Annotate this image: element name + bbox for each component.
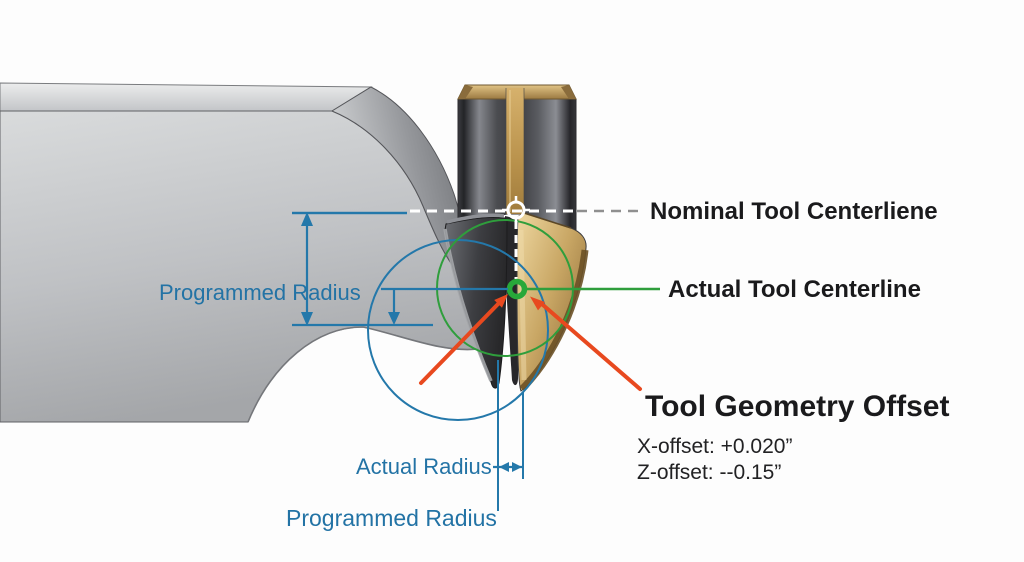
offset-arrows: [419, 294, 642, 391]
wedge-top-chamfer: [446, 213, 505, 224]
offset-arrow-right-head: [530, 296, 545, 311]
offset-arrow-left-shaft: [419, 300, 502, 385]
labels: Nominal Tool Centerliene Actual Tool Cen…: [159, 198, 949, 531]
arrowhead-right: [512, 462, 522, 472]
nominal-centerline-label: Nominal Tool Centerliene: [650, 198, 938, 225]
nominal-center-marker: [502, 196, 530, 224]
workpiece-bottom-radius-edge: [247, 326, 479, 423]
insert-edge-band: [519, 249, 589, 392]
workpiece-top-face: [0, 82, 373, 112]
offset-title-label: Tool Geometry Offset: [645, 390, 949, 423]
wedge-left-chamfer: [443, 228, 493, 382]
tool-gap-face: [505, 216, 518, 386]
tool-center-strip: [506, 88, 524, 214]
offset-arrow-left-head: [494, 294, 508, 308]
arrowhead-up: [301, 212, 313, 226]
programmed-radius-left-label: Programmed Radius: [159, 280, 361, 305]
arrowhead-left: [499, 462, 509, 472]
tool-cap-bevel-left: [458, 85, 473, 99]
actual-radius-label: Actual Radius: [356, 454, 492, 479]
actual-centerline-label: Actual Tool Centerline: [668, 276, 921, 303]
annotations: [292, 196, 660, 511]
tool-cap-bevel-right: [561, 85, 576, 99]
workpiece: [0, 82, 479, 423]
actual-center-marker: [506, 278, 528, 300]
insert-highlight: [518, 229, 527, 381]
arrowhead-down: [301, 312, 313, 326]
z-offset-value: Z-offset: --0.15”: [637, 461, 781, 484]
offset-arrow-right-shaft: [541, 303, 642, 391]
arrowhead-down-small: [388, 312, 400, 325]
programmed-radius-bottom-label: Programmed Radius: [286, 505, 497, 531]
cutting-tool: [443, 84, 589, 392]
x-offset-value: X-offset: +0.020”: [637, 435, 792, 458]
